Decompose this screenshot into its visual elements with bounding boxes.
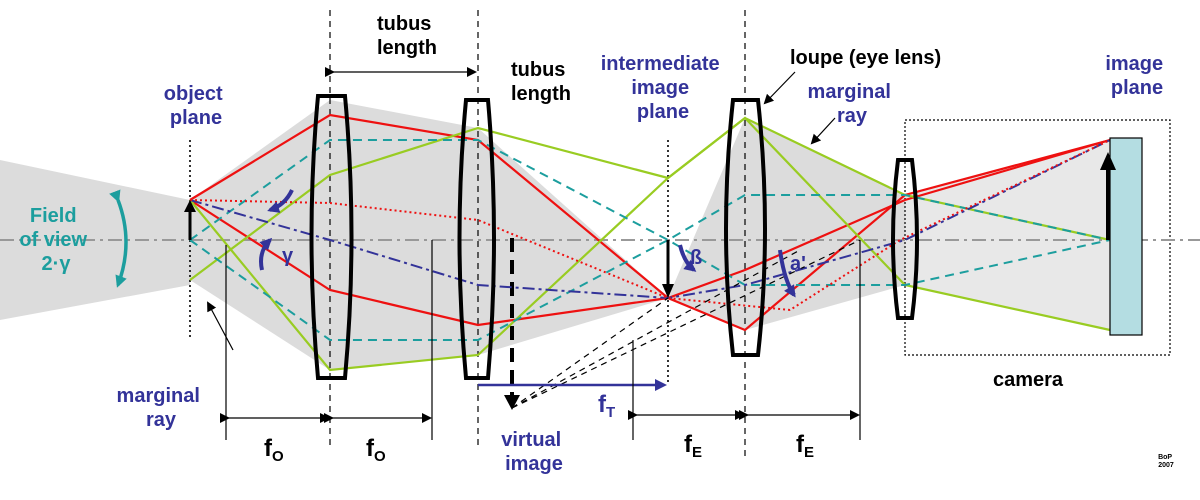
objective-ray-bundle [190,100,668,370]
f-e-right-label: fE [796,431,814,461]
intermediate-image-arrowhead [662,284,674,298]
loupe-leader [763,71,796,105]
marginal-ray-right-label: marginal ray [808,81,897,127]
beta-arrow [678,244,697,272]
image-plane-label: image plane [1105,53,1168,99]
f-o-right-label: fO [366,435,386,465]
gamma-arrow-lower [259,237,273,271]
teal-ray-lower [189,238,1111,341]
construction-line-1 [511,297,669,409]
camera-lens [891,158,919,320]
construction-line-2 [511,239,861,409]
marginal-ray-leader-right [810,117,836,145]
marginal-ray-leader-left [207,301,234,351]
object-plane-label: object plane [164,83,228,129]
loupe-label: loupe (eye lens) [790,47,941,69]
virtual-image-label: virtual image [501,429,567,475]
final-image-arrowhead [1100,152,1116,170]
alpha-prime-arrow [778,249,796,298]
objective-lens [309,94,354,380]
teal-ray-upper [189,139,1111,242]
f-e-left-label: fE [684,431,702,461]
f-o-left-label: fO [264,435,284,465]
object-arrowhead [184,200,196,212]
gamma-label: γ [282,245,294,267]
eyepiece-lens [724,98,767,357]
red-dotted-chief [189,139,1111,312]
alpha-prime-label: a' [790,253,806,275]
field-of-view-label: Field of view 2·γ [19,205,92,275]
f-t-label: fT [598,391,615,421]
tube-lens [457,98,496,380]
gamma-arrow-upper [267,189,294,213]
intermediate-image-plane-label: intermediate image plane [601,53,726,123]
virtual-image-arrowhead [504,395,520,410]
tubus-length-right-label: tubus length [511,59,571,105]
eyepiece-ray-bundle [668,118,1110,330]
tubus-length-top-label: tubus length [377,13,437,59]
beta-label: ß [690,247,702,269]
marginal-ray-left-label: marginal ray [117,385,206,431]
image-sensor [1109,137,1143,336]
camera-label: camera [993,369,1064,391]
field-of-view-arrow [109,189,128,288]
signature: BoP 2007 [1158,454,1174,469]
